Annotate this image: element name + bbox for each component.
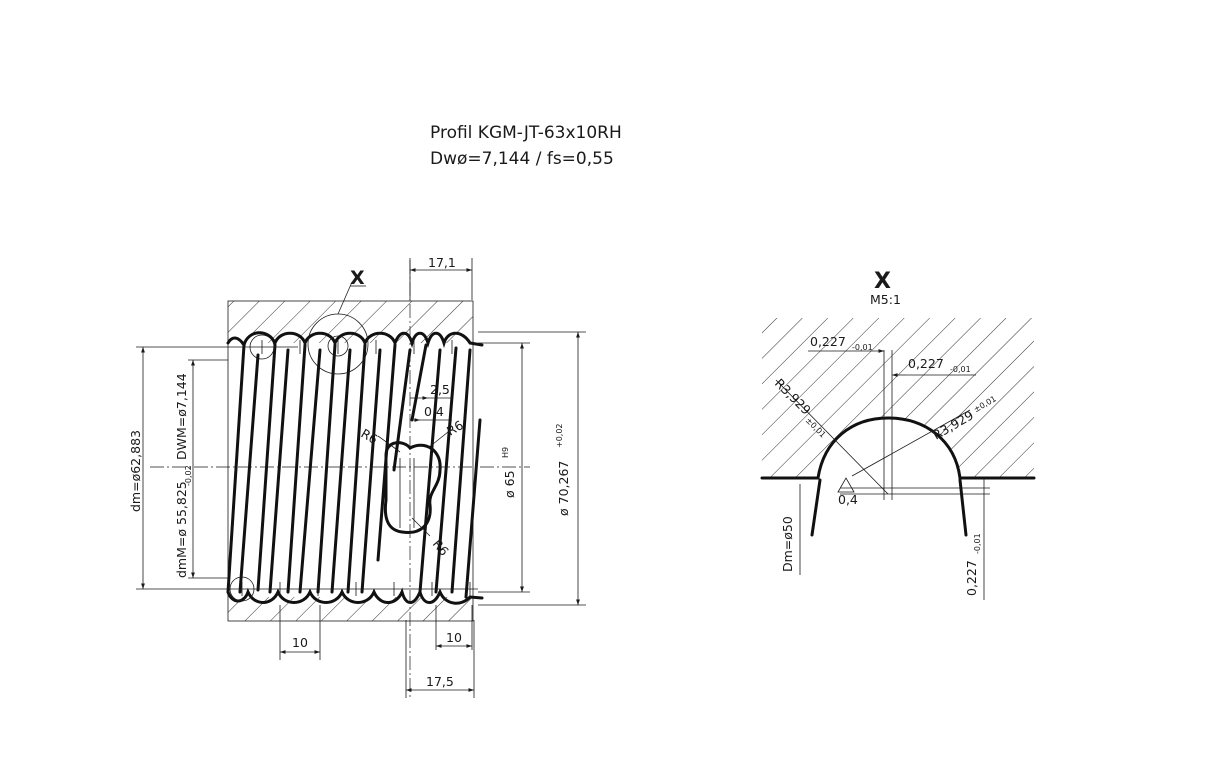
thread-profile-top [226, 331, 484, 349]
dim-pitch-right-label: 10 [446, 630, 462, 645]
radius-leader-left [775, 379, 889, 495]
d70-group: ø 70,267 +0,02 [555, 423, 571, 516]
detail-view-label: X [874, 269, 891, 294]
dim-0227-top-left-tolerance: -0,01 [852, 343, 873, 352]
nut-outline [227, 300, 474, 622]
radius-r6-bottom-label: R6 [430, 536, 452, 558]
helical-threads [226, 343, 482, 599]
detail-dm-label: Dm=ø50 [780, 516, 795, 572]
d65-tolerance: H9 [501, 447, 510, 458]
dim-0227-right-label: 0,227 [964, 560, 979, 596]
radius-r6-right-label: R6 [444, 417, 466, 438]
dim-2-5-label: 2,5 [430, 382, 450, 397]
dwm-label: DWM=ø7,144 [174, 373, 189, 460]
dim-0227-top-right-label: 0,227 [908, 356, 944, 371]
d65-group: ø 65 H9 [501, 447, 517, 498]
detail-ball-edge-left [810, 478, 822, 537]
detail-ball-edge-right [958, 478, 968, 537]
dim-0227-top-left-label: 0,227 [810, 334, 846, 349]
dim-0227-right-tolerance: -0,01 [973, 533, 982, 554]
radius-leader-right [851, 409, 971, 477]
dim-17-1-label: 17,1 [428, 255, 456, 270]
d70-label: ø 70,267 [556, 461, 571, 516]
dmM-tolerance: -0,02 [184, 465, 193, 486]
dim-0-4-label: 0,4 [424, 404, 444, 419]
detail-hatch-region [762, 318, 1034, 478]
detail-view-scale: M5:1 [870, 292, 901, 307]
nut-body-top-hatch [228, 301, 473, 343]
d70-tolerance: +0,02 [555, 423, 564, 448]
dim-17-5-label: 17,5 [426, 674, 454, 689]
thread-profile-bottom [226, 587, 484, 605]
main-section-view: X 17,1 17,5 10 10 2,5 0,4 R6 R6 R6 dm=ø6… [128, 255, 586, 700]
detail-dim-0-4-label: 0,4 [838, 492, 858, 507]
d65-label: ø 65 [502, 470, 517, 498]
ball-return-channel [383, 441, 442, 535]
ball-top-center [327, 335, 349, 357]
dim-pitch-left-label: 10 [292, 635, 308, 650]
drawing-title: Profil KGM-JT-63x10RH Dwø=7,144 / fs=0,5… [430, 120, 622, 172]
detail-view-x: X M5:1 0,227 -0,01 0,227 -0,01 R3,929 [760, 269, 1036, 600]
detail-marker-label: X [350, 267, 365, 289]
detail-groove-profile [760, 416, 1036, 480]
radius-r6-left-label: R6 [359, 426, 381, 447]
dm-label: dm=ø62,883 [128, 430, 143, 512]
ball-center-marks [228, 340, 478, 596]
dim-0227-right-group: 0,227 -0,01 [964, 533, 982, 596]
profile-title: Profil KGM-JT-63x10RH [430, 123, 622, 143]
dmM-dwm-group: dmM=ø 55,825 -0,02 DWM=ø7,144 [174, 373, 193, 578]
ball-size-subtitle: Dwø=7,144 / fs=0,55 [430, 149, 614, 169]
dmM-label: dmM=ø 55,825 [174, 481, 189, 578]
dim-0227-top-right-tolerance: -0,01 [950, 365, 971, 374]
